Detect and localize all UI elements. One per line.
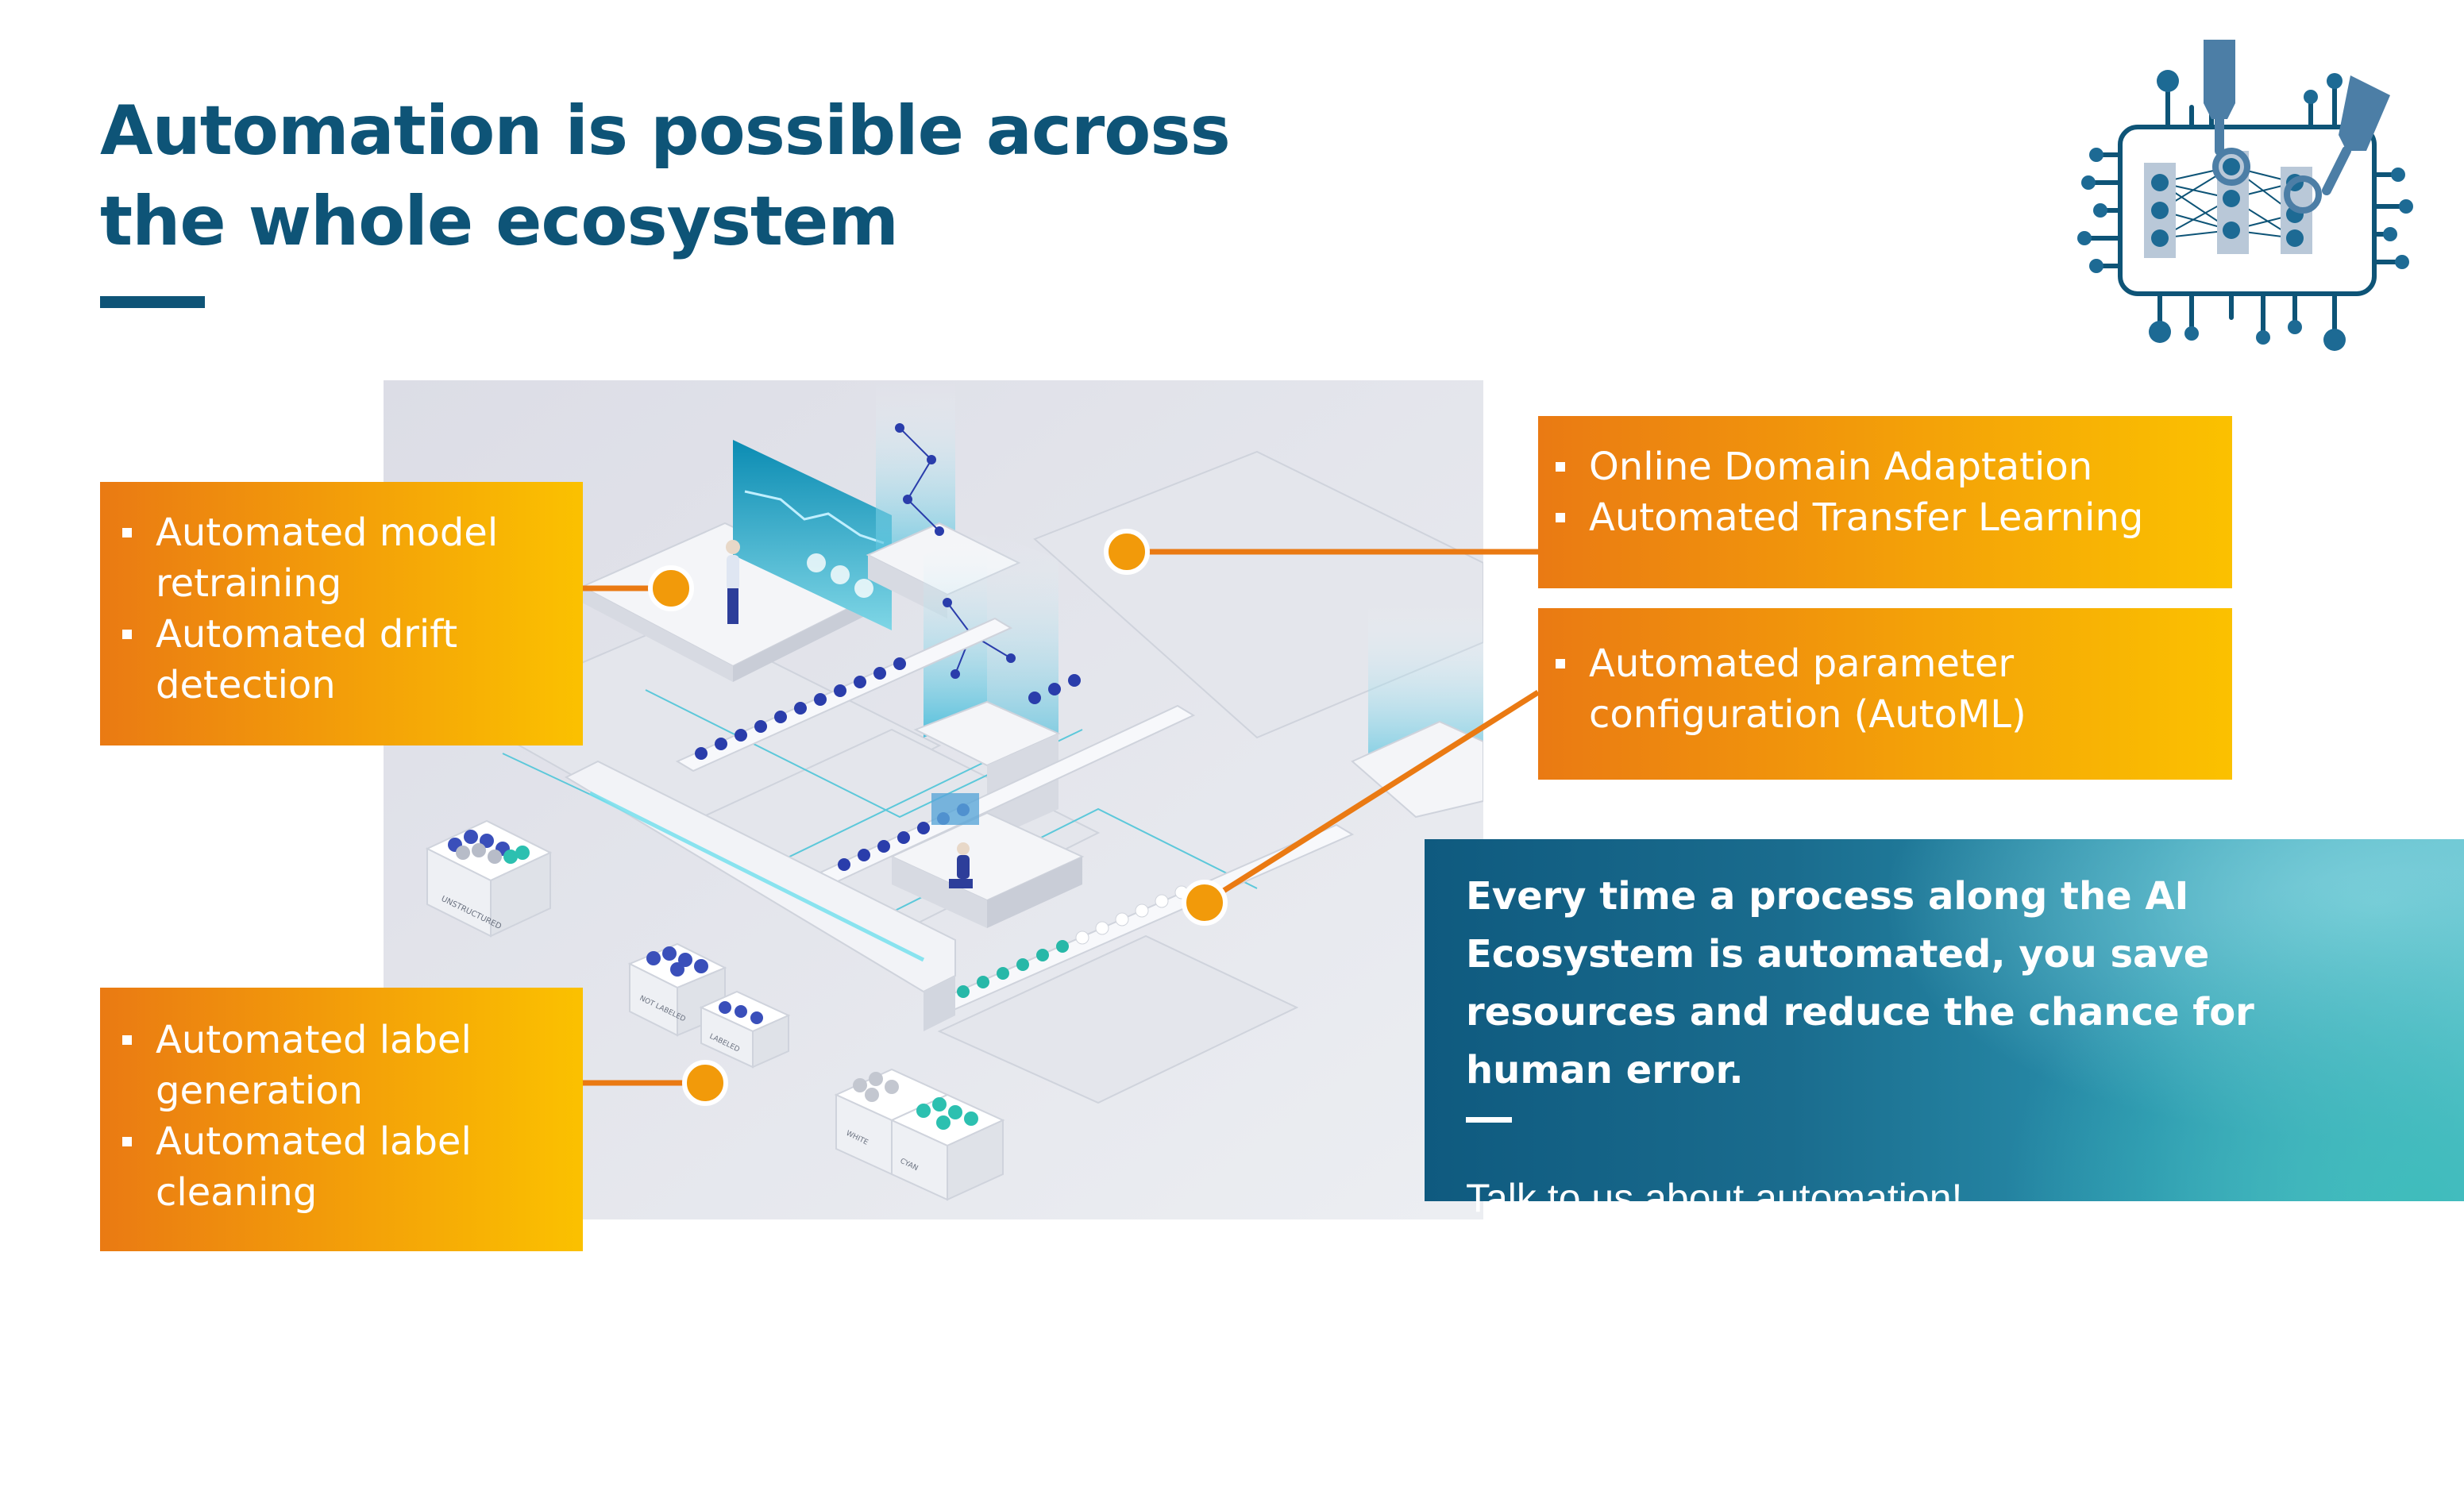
bullet-model-retraining: Automated model retraining <box>100 507 567 609</box>
bullet-drift-detection: Automated drift detection <box>100 609 567 711</box>
ai-chip-robot-arms-icon <box>2077 40 2413 351</box>
person-seated-icon <box>949 842 973 888</box>
bullet-label-generation: Automated label generation <box>100 1015 567 1116</box>
contact-cta[interactable]: Talk to us about automation! <box>1466 1176 1963 1220</box>
bullet-domain-adaptation: Online Domain Adaptation <box>1538 441 2216 492</box>
summary-text: Every time a process along the AI Ecosys… <box>1466 874 2254 1092</box>
data-bins: UNSTRUCTURED NOT LABELED LABELED WHITE C… <box>425 819 1005 1201</box>
bullet-label-cleaning: Automated label cleaning <box>100 1116 567 1218</box>
page-title: Automation is possible across the whole … <box>100 91 1231 261</box>
person-standing-icon <box>726 540 740 624</box>
summary-rule <box>1466 1117 1512 1123</box>
callout-left-bottom: Automated label generation Automated lab… <box>100 988 583 1251</box>
title-underline <box>100 296 205 308</box>
callout-right-top: Online Domain Adaptation Automated Trans… <box>1538 416 2232 588</box>
callout-right-mid: Automated parameter configuration (AutoM… <box>1538 608 2232 780</box>
callout-left-top: Automated model retraining Automated dri… <box>100 482 583 746</box>
bullet-automl: Automated parameter configuration (AutoM… <box>1538 638 2216 740</box>
bullet-transfer-learning: Automated Transfer Learning <box>1538 492 2216 543</box>
summary-panel: Every time a process along the AI Ecosys… <box>1425 839 2464 1220</box>
